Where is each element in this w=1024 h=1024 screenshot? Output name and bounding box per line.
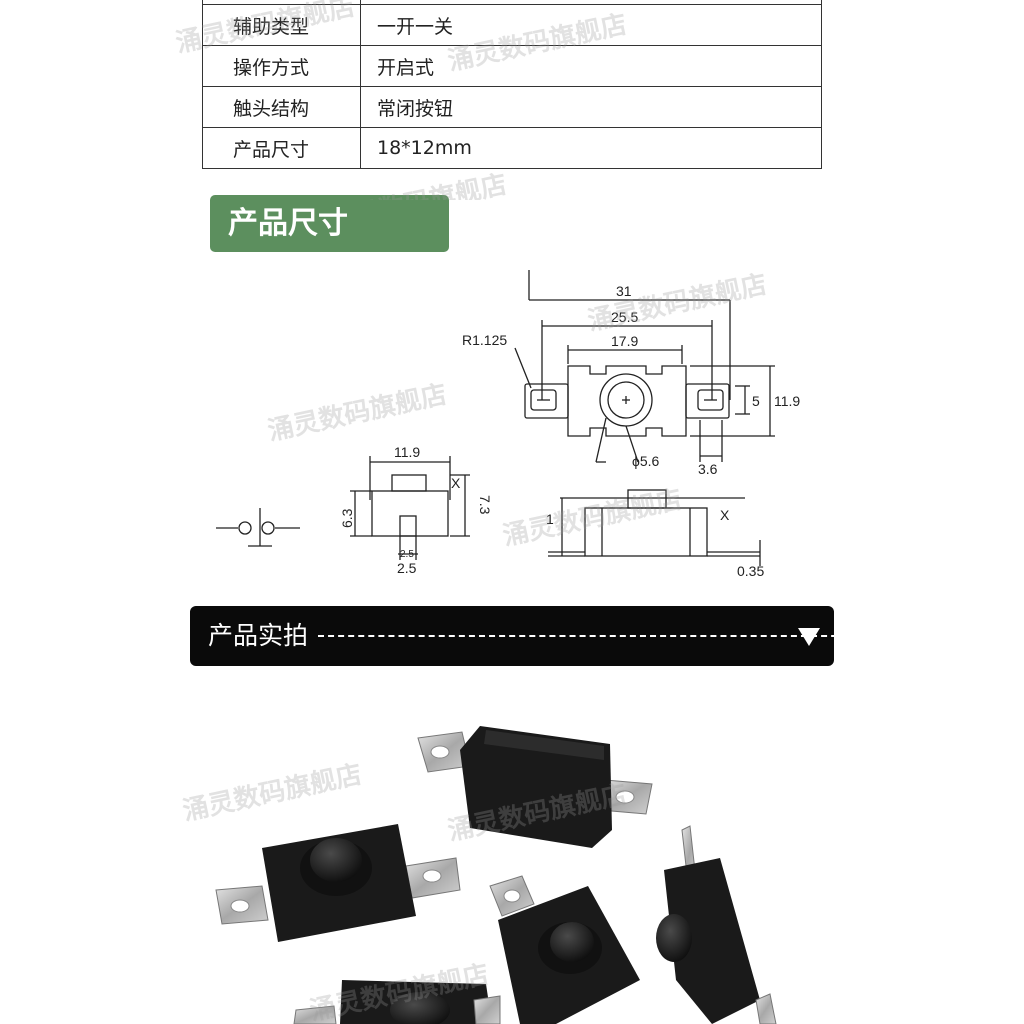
dim-hole-pitch: 25.5 bbox=[611, 309, 638, 325]
watermark-layer: 涌灵数码旗舰店 涌灵数码旗舰店 涌灵数码旗舰店 bbox=[173, 0, 629, 200]
watermark-text: 涌灵数码旗舰店 bbox=[180, 759, 364, 827]
switch-photo bbox=[215, 824, 461, 942]
photo-section-title: 产品实拍 bbox=[208, 621, 309, 650]
spec-key: 操作方式 bbox=[202, 45, 361, 87]
switch-photo bbox=[293, 980, 501, 1024]
spec-key: 触头结构 bbox=[202, 86, 361, 128]
spec-table: 辅助类型 一开一关 操作方式 开启式 触头结构 常闭按钮 产品尺寸 18*12m… bbox=[202, 0, 822, 169]
watermark-text: 涌灵数码旗舰店 bbox=[500, 484, 684, 552]
dim-body-width: 17.9 bbox=[611, 333, 638, 349]
table-row: 操作方式 开启式 bbox=[202, 45, 822, 87]
dimension-drawing: 31 25.5 17.9 R1.125 5 11.9 ϕ5.6 3.6 11.9… bbox=[216, 270, 800, 579]
dim-front-offset: 1 bbox=[546, 511, 554, 527]
dim-side-body-height: 6.3 bbox=[339, 508, 355, 528]
switch-photo bbox=[656, 825, 777, 1024]
table-row: 产品尺寸 18*12mm bbox=[202, 127, 822, 169]
spec-key: 产品尺寸 bbox=[202, 127, 361, 169]
dashed-divider bbox=[318, 635, 978, 637]
watermark-text: 涌灵数码旗舰店 bbox=[325, 169, 509, 200]
watermark-text: 涌灵数码旗舰店 bbox=[445, 9, 629, 77]
dim-height: 11.9 bbox=[774, 393, 800, 409]
watermark-text: 涌灵数码旗舰店 bbox=[173, 0, 357, 59]
spec-key: 辅助类型 bbox=[202, 4, 361, 46]
triangle-down-icon bbox=[798, 628, 820, 646]
table-row: 辅助类型 一开一关 bbox=[202, 4, 822, 46]
product-photo: 涌灵数码旗舰店 涌灵数码旗舰店 涌灵数码旗舰店 bbox=[180, 726, 777, 1024]
spec-value: 18*12mm bbox=[360, 127, 822, 169]
dim-pin-width: 2.5 bbox=[397, 560, 417, 576]
dim-front-stroke: X bbox=[720, 507, 730, 523]
dim-side-width: 11.9 bbox=[394, 444, 420, 460]
dim-front-thickness: 0.35 bbox=[737, 563, 764, 579]
dim-overall-width: 31 bbox=[616, 283, 632, 299]
dim-tab-height: 5 bbox=[752, 393, 760, 409]
switch-photo bbox=[489, 875, 640, 1024]
dim-corner-radius: R1.125 bbox=[462, 332, 507, 348]
size-section-header: 产品尺寸 bbox=[210, 195, 449, 252]
watermark-text: 涌灵数码旗舰店 bbox=[585, 270, 769, 337]
dim-tab-width: 3.6 bbox=[698, 461, 718, 477]
dim-pin-width-small: 2.5 bbox=[400, 549, 414, 560]
dim-side-stroke: X bbox=[451, 475, 461, 491]
photo-section-header: 产品实拍 bbox=[190, 606, 978, 666]
spec-value: 一开一关 bbox=[360, 4, 822, 46]
dim-side-total-height: 7.3 bbox=[477, 495, 493, 515]
dim-button-diameter: ϕ5.6 bbox=[632, 453, 660, 469]
watermark-text: 涌灵数码旗舰店 bbox=[265, 379, 449, 447]
switch-photo bbox=[417, 726, 653, 848]
